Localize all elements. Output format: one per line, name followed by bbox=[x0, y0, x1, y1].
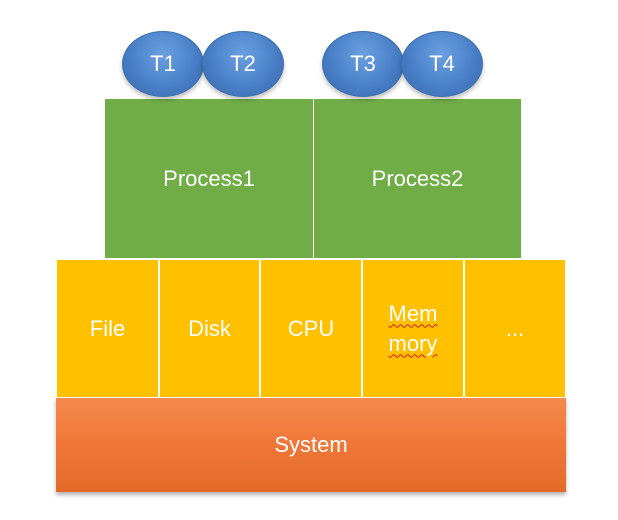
resource-label: ... bbox=[505, 315, 525, 341]
thread-t1: T1 bbox=[122, 31, 204, 97]
system-label: System bbox=[274, 432, 348, 457]
resource-label: Disk bbox=[188, 315, 231, 341]
process-label: Process1 bbox=[163, 165, 255, 191]
process-label: Process2 bbox=[371, 165, 464, 191]
process-box-2: Process2 bbox=[314, 99, 521, 258]
resource-label: File bbox=[89, 315, 126, 341]
thread-t3: T3 bbox=[322, 31, 404, 97]
resource-cpu: CPU bbox=[261, 260, 361, 397]
system-box: System bbox=[56, 398, 566, 492]
resource-disk: Disk bbox=[160, 260, 259, 397]
resource-label-line1: Mem bbox=[388, 300, 438, 326]
thread-t2: T2 bbox=[202, 31, 284, 97]
process-box-1: Process1 bbox=[105, 99, 313, 258]
resource-memory: Mem mory bbox=[363, 260, 463, 397]
resource-label: CPU bbox=[287, 315, 335, 341]
thread-t4: T4 bbox=[401, 31, 483, 97]
thread-label: T2 bbox=[230, 51, 256, 76]
thread-label: T4 bbox=[429, 51, 455, 76]
resource-more: ... bbox=[465, 260, 565, 397]
thread-label: T1 bbox=[150, 51, 176, 76]
thread-label: T3 bbox=[350, 51, 376, 76]
resource-label-line2: mory bbox=[388, 330, 438, 356]
resource-file: File bbox=[57, 260, 158, 397]
